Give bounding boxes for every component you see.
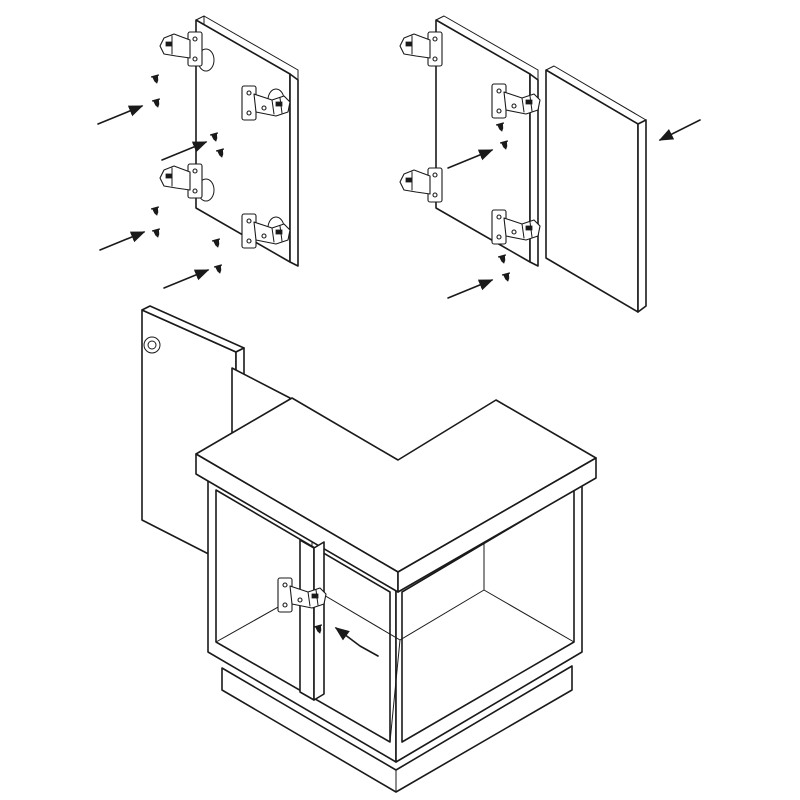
arrow-icon: [447, 119, 701, 299]
hinge-icon: [399, 167, 443, 203]
door-panel-right-assembly: [399, 15, 701, 313]
hinge-icon: [159, 163, 203, 199]
door-panel-left-assembly: [97, 15, 299, 289]
corner-cabinet-assembly: [141, 305, 597, 793]
arrow-icon: [97, 105, 210, 289]
arrow-icon: [334, 627, 379, 657]
cabinet-side-panel: [435, 15, 539, 267]
cabinet-door: [545, 65, 647, 313]
hinge-post: [299, 539, 325, 701]
l-shaped-worktop: [195, 397, 597, 593]
hinge-icon: [399, 31, 443, 67]
hinge-icon: [159, 31, 203, 67]
